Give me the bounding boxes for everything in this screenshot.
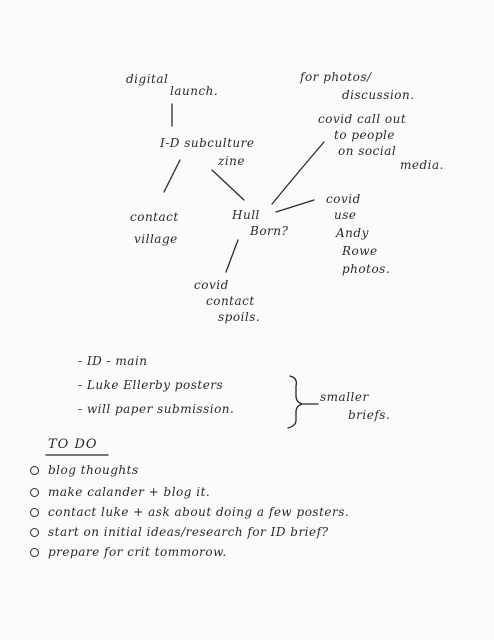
connector-hull-callout bbox=[271, 141, 325, 205]
brief-item-luke-posters: - Luke Ellerby posters bbox=[78, 378, 224, 392]
node-covid-call-out-line3: on social bbox=[338, 144, 397, 158]
circle-bullet-icon bbox=[30, 507, 39, 517]
todo-item: contact luke + ask about doing a few pos… bbox=[30, 504, 349, 520]
todo-item-text: prepare for crit tommorow. bbox=[48, 545, 227, 559]
brief-item-id: - ID - main bbox=[78, 354, 148, 368]
node-covid-call-out-line2: to people bbox=[334, 128, 395, 142]
connector-hull-photos bbox=[275, 199, 315, 213]
connector-hull-spoils bbox=[225, 239, 239, 273]
photos-bracket bbox=[287, 375, 305, 429]
node-contact-village-line2: village bbox=[134, 232, 178, 246]
node-covid-use-photos-line2: use bbox=[334, 208, 357, 222]
circle-bullet-icon bbox=[30, 547, 39, 557]
todo-title: TO DO bbox=[48, 437, 98, 452]
node-photos-discussion-line1: for photos/ bbox=[300, 70, 372, 84]
todo-item: start on initial ideas/research for ID b… bbox=[30, 524, 329, 540]
circle-bullet-icon bbox=[30, 465, 39, 475]
circle-bullet-icon bbox=[30, 487, 39, 497]
node-hull-born-line2: Born? bbox=[250, 224, 289, 238]
circle-bullet-icon bbox=[30, 527, 39, 537]
node-contact-village-line1: contact bbox=[130, 210, 179, 224]
brief-item-paper-submission: - will paper submission. bbox=[78, 402, 235, 416]
briefs-group-label-line1: smaller bbox=[320, 390, 369, 404]
todo-item-text: make calander + blog it. bbox=[48, 485, 211, 499]
todo-item-text: blog thoughts bbox=[48, 463, 139, 477]
todo-item: make calander + blog it. bbox=[30, 484, 210, 500]
todo-item-text: contact luke + ask about doing a few pos… bbox=[48, 505, 350, 519]
connector-zine-hull bbox=[211, 169, 245, 201]
todo-item: blog thoughts bbox=[30, 462, 139, 478]
node-covid-use-photos-line5: photos. bbox=[342, 262, 391, 276]
todo-item-text: start on initial ideas/research for ID b… bbox=[48, 525, 329, 539]
node-covid-call-out-line1: covid call out bbox=[318, 112, 407, 126]
node-subculture-zine-line2: zine bbox=[218, 154, 245, 168]
node-digital-launch-line2: launch. bbox=[170, 84, 219, 98]
node-covid-use-photos-line1: covid bbox=[326, 192, 361, 206]
node-covid-use-photos-line4: Rowe bbox=[342, 244, 378, 258]
todo-item: prepare for crit tommorow. bbox=[30, 544, 227, 560]
briefs-group-label-line2: briefs. bbox=[348, 408, 391, 422]
node-covid-call-out-line4: media. bbox=[400, 158, 444, 172]
node-covid-contact-spoils-line3: spoils. bbox=[218, 310, 261, 324]
node-covid-use-photos-line3: Andy bbox=[336, 226, 369, 240]
node-covid-contact-spoils-line1: covid bbox=[194, 278, 229, 292]
node-hull-born-line1: Hull bbox=[232, 208, 260, 222]
node-subculture-zine-line1: I-D subculture bbox=[160, 136, 255, 150]
node-covid-contact-spoils-line2: contact bbox=[206, 294, 255, 308]
node-digital-launch-line1: digital bbox=[126, 72, 169, 86]
connector-zine-village bbox=[163, 159, 181, 193]
node-photos-discussion-line2: discussion. bbox=[342, 88, 415, 102]
